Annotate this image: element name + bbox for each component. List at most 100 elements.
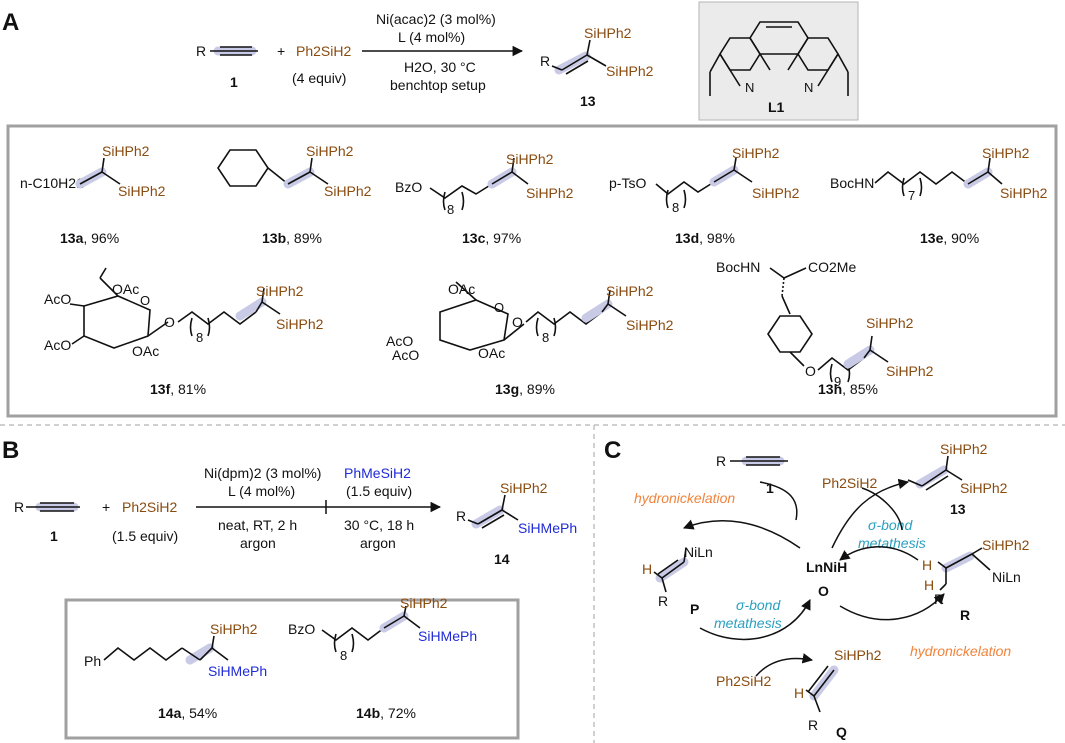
si-top-13d: SiHPh2: [732, 145, 780, 161]
catalyst-o: LnNiH O: [806, 559, 847, 599]
si-bottom-13h: SiHPh2: [886, 363, 934, 379]
si-bottom-13e: SiHPh2: [1000, 185, 1048, 201]
ester-13h: CO2Me: [808, 259, 856, 275]
product-14: R SiHPh2 SiHMePh 14: [456, 480, 577, 567]
r-nil: NiLn: [992, 569, 1021, 585]
id-13b: 13b: [262, 230, 286, 246]
silane-equiv-b: (1.5 equiv): [112, 528, 178, 544]
si-top-13h: SiHPh2: [866, 315, 914, 331]
step2-conditions: 30 °C, 18 h: [344, 517, 414, 533]
yield-14a: , 54%: [181, 705, 217, 721]
cycle-product-si-bottom: SiHPh2: [960, 480, 1008, 496]
si-bottom-13c: SiHPh2: [526, 185, 574, 201]
repeat-13f: 8: [196, 330, 203, 345]
substituent-14b: BzO: [288, 621, 315, 637]
aco-2-13f: AcO: [44, 337, 71, 353]
q-label: Q: [836, 724, 847, 740]
panel-a-substrate: R 1: [196, 43, 258, 90]
repeat-13h: 9: [834, 374, 841, 389]
substrate-r-b: R: [14, 499, 24, 515]
svg-text:13b, 89%: 13b, 89%: [262, 230, 322, 246]
step2-equiv: (1.5 equiv): [346, 483, 412, 499]
svg-text:13g, 89%: 13g, 89%: [495, 381, 555, 397]
phenanthroline-structure: [709, 21, 849, 96]
p-label: P: [690, 601, 699, 617]
repeat-14b: 8: [340, 648, 347, 663]
product-r-b: R: [456, 508, 466, 524]
step2-silane: PhMeSiH2: [344, 465, 411, 481]
compound-13a: n-C10H21 SiHPh2 SiHPh2 13a, 96%: [20, 143, 166, 246]
compound-13e: BocHN 7 SiHPh2 SiHPh2 13e, 90%: [830, 145, 1048, 246]
panel-b-label: B: [2, 437, 19, 464]
cycle-silane-top: Ph2SiH2: [822, 475, 877, 491]
sigma-bond-label-2: σ-bond: [736, 597, 781, 613]
step1-atmosphere: argon: [240, 535, 276, 551]
substrate-r: R: [196, 43, 206, 59]
yield-13c: , 97%: [485, 230, 521, 246]
compound-14b: BzO 8 SiHPh2 SiHMePh 14b, 72%: [288, 595, 477, 721]
compound-13b: SiHPh2 SiHPh2 13b, 89%: [217, 143, 372, 246]
catalyst-label: O: [818, 583, 829, 599]
product-13: R SiHPh2 SiHPh2 13: [540, 25, 654, 109]
yield-13h: , 85%: [842, 381, 878, 397]
si-bottom-13b: SiHPh2: [324, 183, 372, 199]
id-13g: 13g: [495, 381, 519, 397]
plus-sign-b: +: [102, 499, 110, 515]
panel-c-label: C: [604, 437, 621, 464]
yield-13a: , 96%: [83, 230, 119, 246]
repeat-13g: 8: [542, 330, 549, 345]
plus-sign: +: [277, 43, 285, 59]
bochn-13h: BocHN: [716, 259, 760, 275]
ring-o-13f: O: [140, 293, 150, 308]
si-top-13a: SiHPh2: [102, 143, 150, 159]
r-h2: H: [924, 577, 934, 593]
panel-a-label: A: [2, 9, 19, 36]
si-bottom-13d: SiHPh2: [752, 185, 800, 201]
id-13h: 13h: [818, 381, 842, 397]
oac-top-13f: OAc: [112, 281, 139, 297]
intermediate-q: SiHPh2 H R Q: [794, 647, 882, 740]
hydronickelation-label-2: hydronickelation: [910, 643, 1011, 659]
svg-text:13f, 81%: 13f, 81%: [150, 381, 206, 397]
repeat-13e: 7: [908, 188, 915, 203]
id-13d: 13d: [675, 230, 699, 246]
compound-13g: O OAc AcO AcO OAc O 8 SiHPh2 SiHPh2 13g,…: [386, 281, 674, 397]
cycle-silane-bottom: Ph2SiH2: [716, 673, 771, 689]
q-si: SiHPh2: [834, 647, 882, 663]
svg-text:13d, 98%: 13d, 98%: [675, 230, 735, 246]
repeat-13c: 8: [447, 202, 454, 217]
yield-13g: , 89%: [519, 381, 555, 397]
substrate-scope-box-13: [6, 124, 1058, 418]
si-bottom-13f: SiHPh2: [276, 316, 324, 332]
compound-14a: Ph SiHPh2 SiHMePh 14a, 54%: [84, 621, 267, 721]
arrow-silane-in: [861, 487, 903, 531]
arrow-o-to-p: [683, 519, 801, 549]
oac-bottom-13g: OAc: [478, 345, 505, 361]
r-si: SiHPh2: [982, 537, 1030, 553]
repeat-13d: 8: [672, 200, 679, 215]
product-si-bottom: SiHPh2: [606, 63, 654, 79]
si-top-14b: SiHPh2: [400, 595, 448, 611]
aco-1-13f: AcO: [44, 291, 71, 307]
cond-ligand: L (4 mol%): [398, 29, 465, 45]
intermediate-r: SiHPh2 H H NiLn R R: [922, 537, 1030, 623]
svg-text:14b, 72%: 14b, 72%: [356, 705, 416, 721]
silane-reagent-b: Ph2SiH2: [122, 499, 177, 515]
product-label-b: 14: [494, 551, 510, 567]
arrow-alkyne-in: [759, 481, 798, 521]
yield-14b: , 72%: [380, 705, 416, 721]
silane-equiv: (4 equiv): [292, 70, 346, 86]
hydronickelation-label-1: hydronickelation: [634, 490, 735, 506]
p-h: H: [642, 561, 652, 577]
step1-ligand: L (4 mol%): [228, 483, 295, 499]
si-top-13c: SiHPh2: [506, 151, 554, 167]
arrow-o-to-r: [839, 593, 945, 621]
yield-13f: , 81%: [170, 381, 206, 397]
panel-a-conditions: Ni(acac)2 (3 mol%) L (4 mol%) H2O, 30 °C…: [362, 11, 524, 93]
product-label: 13: [580, 93, 596, 109]
ligand-l1-box: N N L1: [698, 1, 859, 121]
id-13c: 13c: [462, 230, 486, 246]
si-bottom-13g: SiHPh2: [626, 317, 674, 333]
ether-o-13f: O: [164, 314, 175, 330]
